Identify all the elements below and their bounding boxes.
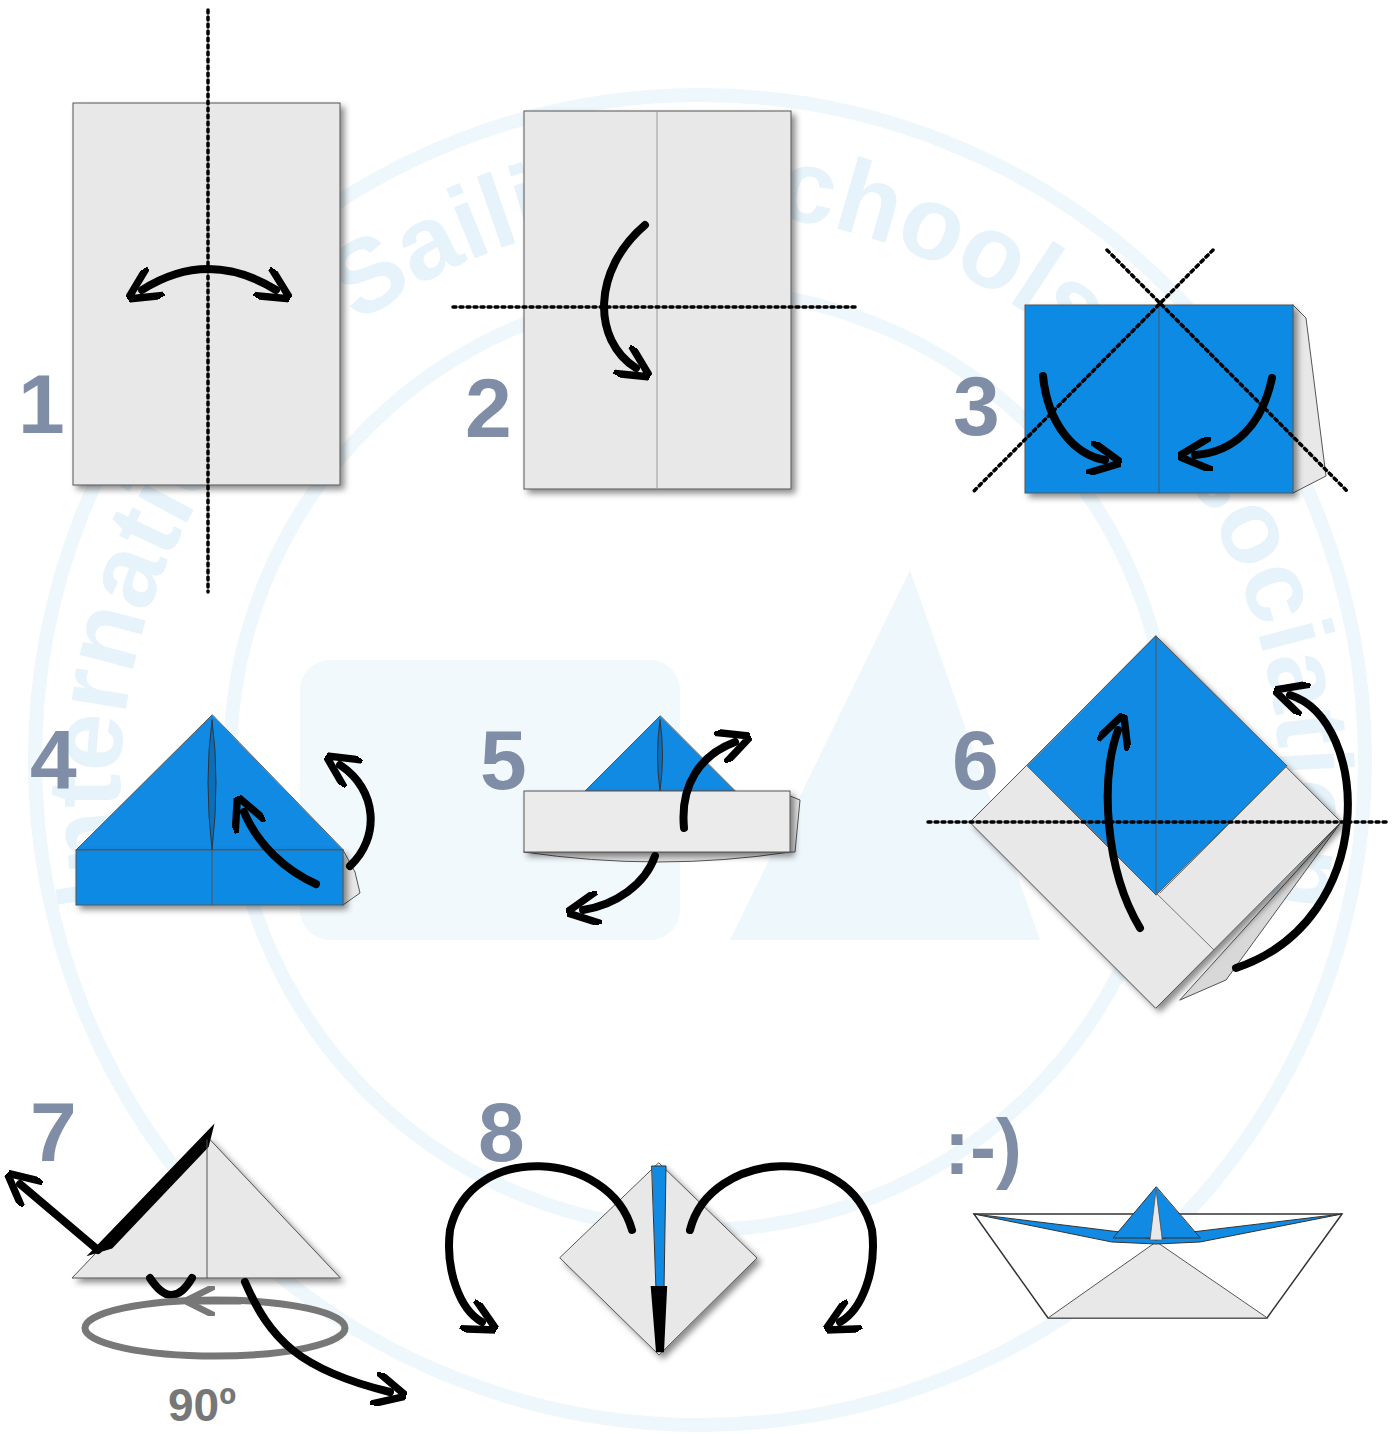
fold-arrow [340,765,371,866]
watermark-ring [35,95,1365,1425]
crease [658,720,663,791]
pull-arrow [449,1166,632,1322]
paper-flap [790,796,800,852]
step-number: 6 [952,718,999,802]
blue-layer [1027,636,1287,895]
step-number: 4 [30,718,77,802]
step-number: 3 [953,364,1000,448]
fold-arrow [683,742,735,828]
fold-arrow [142,269,276,290]
crease [208,720,216,850]
fold-line [453,305,858,309]
fold-arrow [1043,376,1105,460]
fold-arrow [604,225,645,368]
crease [1027,766,1214,950]
finish-smiley: :-) [944,1108,1022,1186]
pull-arrow [245,1282,390,1392]
crease [207,1140,208,1278]
fold-arrow [150,1278,192,1295]
fold-arrow [244,812,316,884]
step-number: 8 [478,1090,525,1174]
blue-slit [652,1166,666,1352]
fold-arrow [583,856,655,910]
fold-arrow [1195,378,1272,455]
fold-arrow [1108,730,1140,928]
fold-line [928,820,1390,824]
step-number: 1 [18,362,65,446]
crease [1160,766,1287,893]
fold-arrow [1236,695,1348,968]
pull-arrow [690,1166,873,1322]
fold-line [206,10,210,592]
blue-edge [100,1137,207,1248]
step-number: 7 [30,1090,77,1174]
crease [1159,305,1160,493]
crease [212,850,213,905]
rotation-arrow [200,1298,240,1305]
rotation-ring [85,1300,345,1356]
pull-arrow [20,1184,98,1250]
slit-tip [655,1290,663,1352]
paper-hat [72,1137,340,1278]
fold-line [1107,250,1348,492]
boat-hull-front [1048,1242,1267,1318]
fold-line [973,250,1213,492]
step-number: 2 [465,366,512,450]
folded-triangle [76,715,343,850]
watermark-sail [730,570,1040,940]
step-number: 5 [480,718,527,802]
rotation-angle: 90º [168,1382,236,1428]
crease [657,111,658,489]
crease [1156,636,1157,895]
paper-band [524,791,790,852]
paper-sheet [524,111,791,489]
diamond-paper [560,1163,757,1355]
sail-fold [1150,1190,1162,1240]
